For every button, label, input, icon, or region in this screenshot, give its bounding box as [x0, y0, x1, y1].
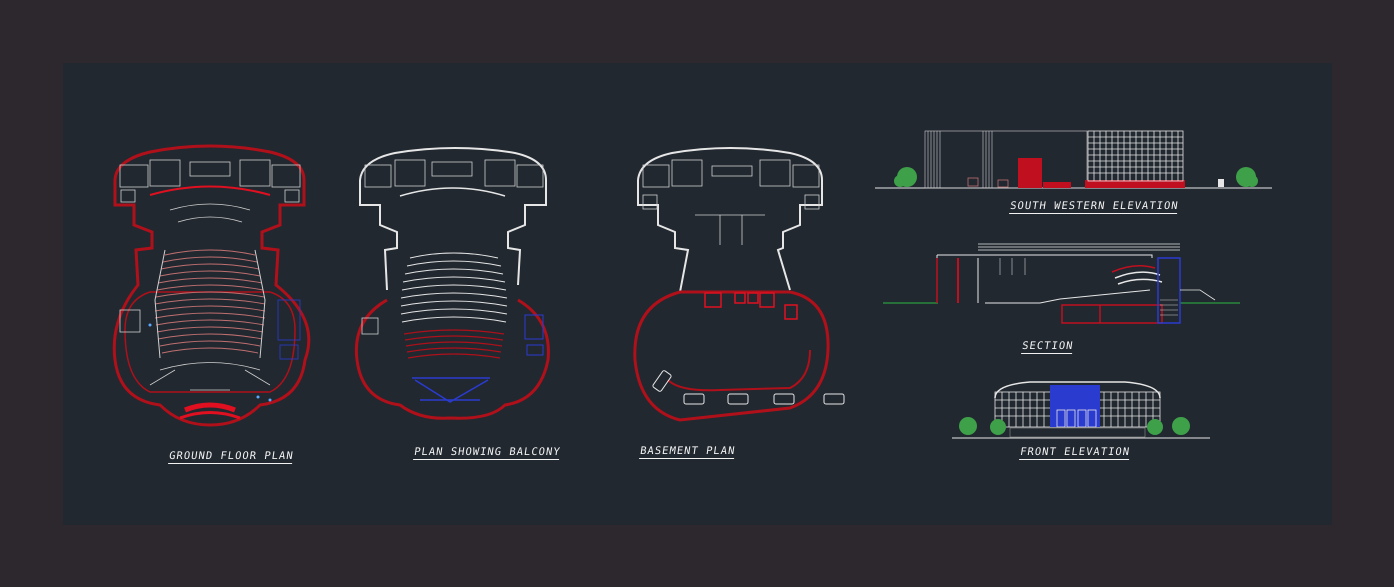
- front-elevation-title: FRONT ELEVATION: [1019, 446, 1131, 460]
- basement-small-room: [784, 304, 798, 320]
- swe-red-step: [1043, 182, 1071, 188]
- ground-floor-side-rooms: [119, 299, 301, 360]
- balcony-plan-outline: [359, 147, 547, 286]
- basement-service-rooms: [704, 292, 775, 308]
- basement-corridor: [695, 214, 765, 245]
- balcony-plan-outline-left: [359, 180, 398, 291]
- balcony-lower-seating: [403, 329, 505, 359]
- basement-plan-outline-left: [637, 180, 690, 293]
- ground-floor-plan: [112, 144, 311, 427]
- ground-floor-foyer: [149, 362, 271, 391]
- balcony-plan-title: PLAN SHOWING BALCONY: [413, 446, 562, 460]
- basement-cars: [652, 370, 845, 405]
- basement-plan-outline: [637, 147, 823, 291]
- balcony-plan-rooms: [364, 159, 544, 188]
- section-ramp: [1180, 289, 1216, 301]
- fe-trees: [959, 417, 1190, 435]
- section-title: SECTION: [1021, 340, 1075, 354]
- balcony-lobby: [412, 377, 490, 403]
- balcony-room-left: [361, 317, 379, 335]
- swe-red-panel: [1018, 158, 1042, 188]
- ground-floor-outline: [112, 144, 311, 427]
- building-section: [883, 243, 1240, 324]
- ground-floor-lobby-2: [179, 411, 241, 420]
- front-elevation: [952, 381, 1210, 439]
- balcony-seating: [400, 252, 508, 323]
- ground-floor-stage: [149, 185, 271, 196]
- section-stage-floor: [985, 289, 1151, 304]
- ground-floor-seating: [154, 249, 266, 354]
- basement-plan-title: BASEMENT PLAN: [639, 445, 737, 459]
- ground-floor-fixtures: [148, 323, 272, 402]
- ground-floor-lobby: [184, 402, 236, 413]
- basement-rooms: [642, 159, 820, 210]
- basement-parking-inner: [667, 349, 811, 392]
- swe-bench: [967, 177, 979, 187]
- balcony-stage: [399, 187, 506, 197]
- south-western-elevation: [875, 130, 1272, 189]
- ground-floor-inner-ring: [124, 291, 296, 393]
- section-red-accent: [1111, 265, 1156, 273]
- ground-floor-rooms: [119, 159, 301, 203]
- section-basement: [1061, 304, 1163, 324]
- swe-grid-facade: [1087, 130, 1184, 182]
- ground-floor-stage-inner: [169, 203, 251, 223]
- balcony-plan-lower: [354, 298, 550, 420]
- swe-trees: [894, 167, 1258, 187]
- swe-figure: [1218, 179, 1224, 187]
- balcony-side-rooms: [524, 314, 544, 356]
- swe-left-block: [924, 130, 1088, 189]
- basement-plan: [633, 147, 845, 422]
- ground-floor-plan-title: GROUND FLOOR PLAN: [168, 450, 295, 464]
- swe-bench-2: [997, 179, 1009, 188]
- ground-floor-seating-bounds: [154, 249, 266, 359]
- section-stair: [1160, 299, 1178, 316]
- balcony-plan: [354, 147, 550, 420]
- fe-entrance-doors: [1056, 409, 1097, 428]
- section-right-block: [1157, 257, 1181, 324]
- basement-parking-ring: [633, 290, 830, 422]
- fe-roof: [994, 381, 1161, 399]
- fe-plinth: [1009, 427, 1146, 438]
- section-roof: [978, 243, 1180, 251]
- south-western-elevation-title: SOUTH WESTERN ELEVATION: [1009, 200, 1180, 214]
- swe-red-base: [1085, 180, 1185, 188]
- section-fly-tower-lines: [999, 258, 1026, 275]
